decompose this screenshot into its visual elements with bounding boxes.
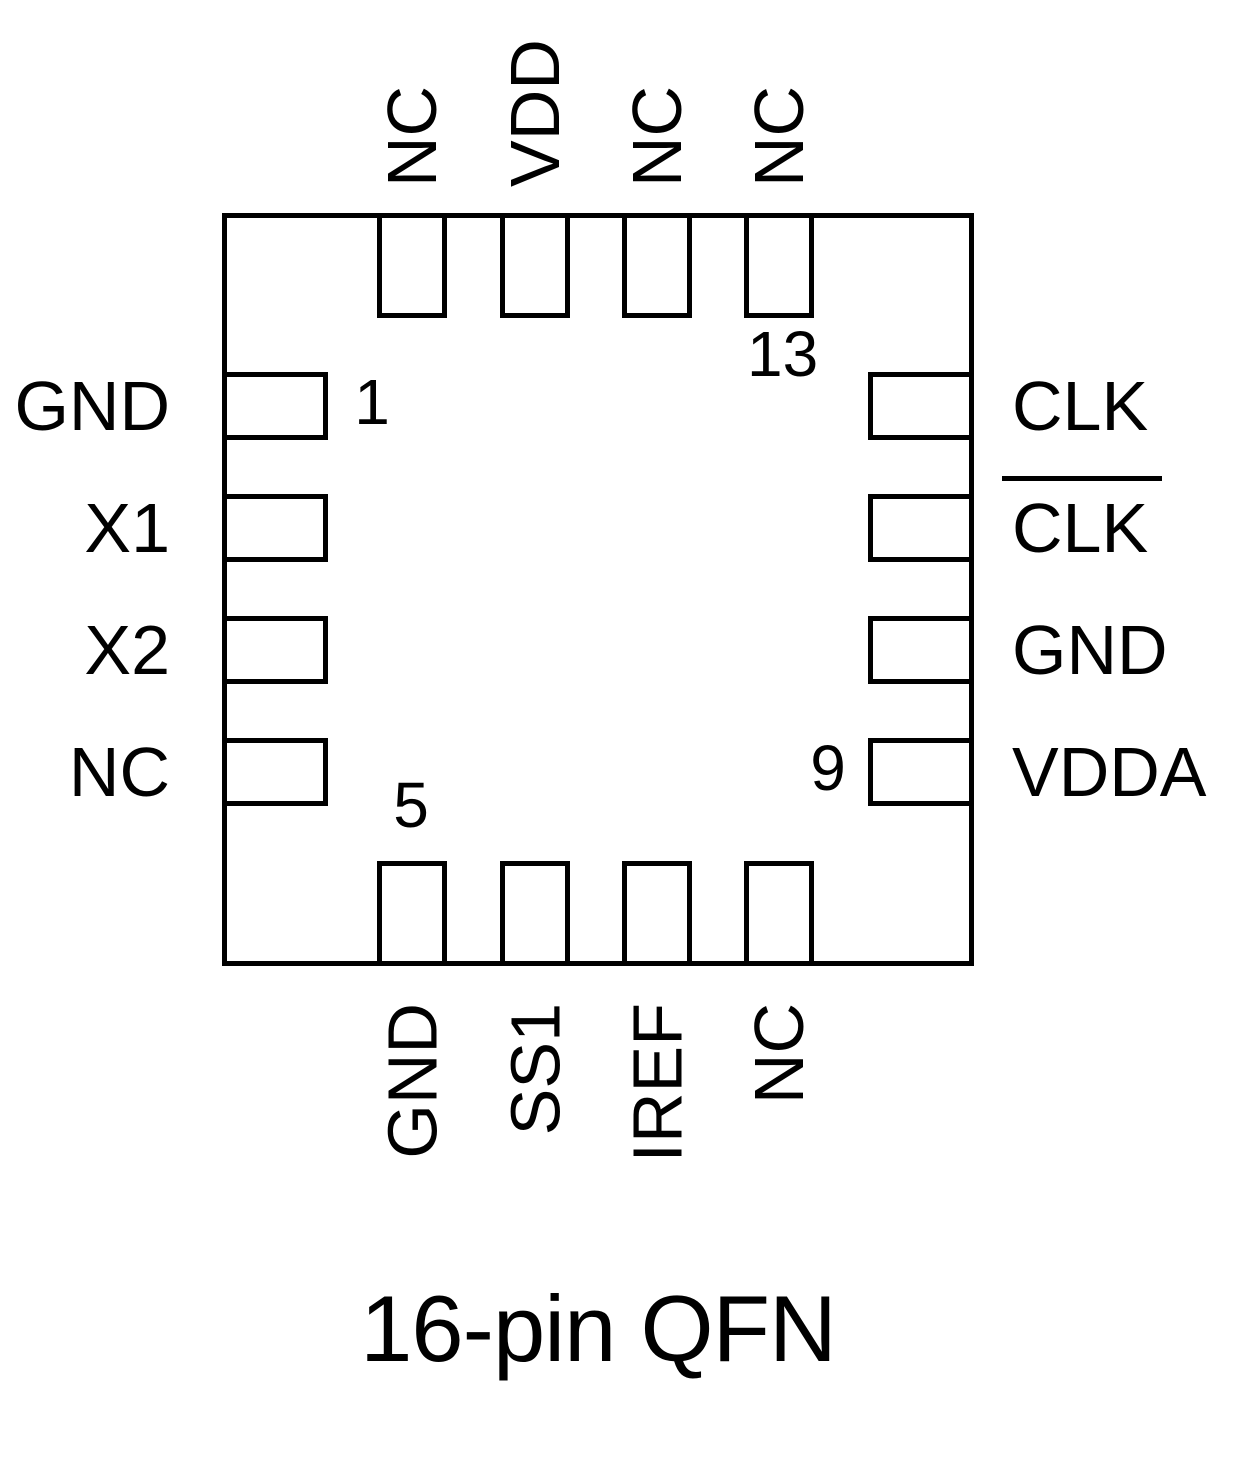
pin-label-4-nc: NC — [68, 733, 170, 811]
pad-pin-8 — [744, 861, 814, 966]
pin-number-5: 5 — [393, 769, 429, 841]
pad-pin-11 — [868, 494, 974, 562]
pad-pin-5 — [377, 861, 447, 966]
clk-active-low-overline — [1002, 476, 1162, 481]
pad-pin-4 — [222, 738, 328, 806]
pin-number-1: 1 — [354, 366, 390, 438]
pad-pin-14 — [622, 213, 692, 318]
pad-pin-3 — [222, 616, 328, 684]
pin-number-9: 9 — [810, 732, 846, 804]
pad-pin-10 — [868, 616, 974, 684]
pad-pin-9 — [868, 738, 974, 806]
pad-pin-7 — [622, 861, 692, 966]
pad-pin-16 — [377, 213, 447, 318]
pad-pin-6 — [500, 861, 570, 966]
pad-pin-13 — [744, 213, 814, 318]
pin-label-12-clk: CLK — [1012, 367, 1149, 445]
package-outline — [222, 213, 974, 966]
pin-label-1-gnd: GND — [14, 367, 170, 445]
pad-pin-2 — [222, 494, 328, 562]
pin-number-13: 13 — [747, 318, 819, 390]
pad-pin-12 — [868, 372, 974, 440]
pin-label-10-gnd: GND — [1012, 611, 1168, 689]
package-title: 16-pin QFN — [360, 1276, 837, 1381]
pin-label-11-clkb: CLK — [1012, 489, 1149, 567]
pad-pin-1 — [222, 372, 328, 440]
pad-pin-15 — [500, 213, 570, 318]
pin-label-9-vdda: VDDA — [1012, 733, 1207, 811]
pin-label-3-x2: X2 — [84, 611, 170, 689]
pin-label-2-x1: X1 — [84, 489, 170, 567]
